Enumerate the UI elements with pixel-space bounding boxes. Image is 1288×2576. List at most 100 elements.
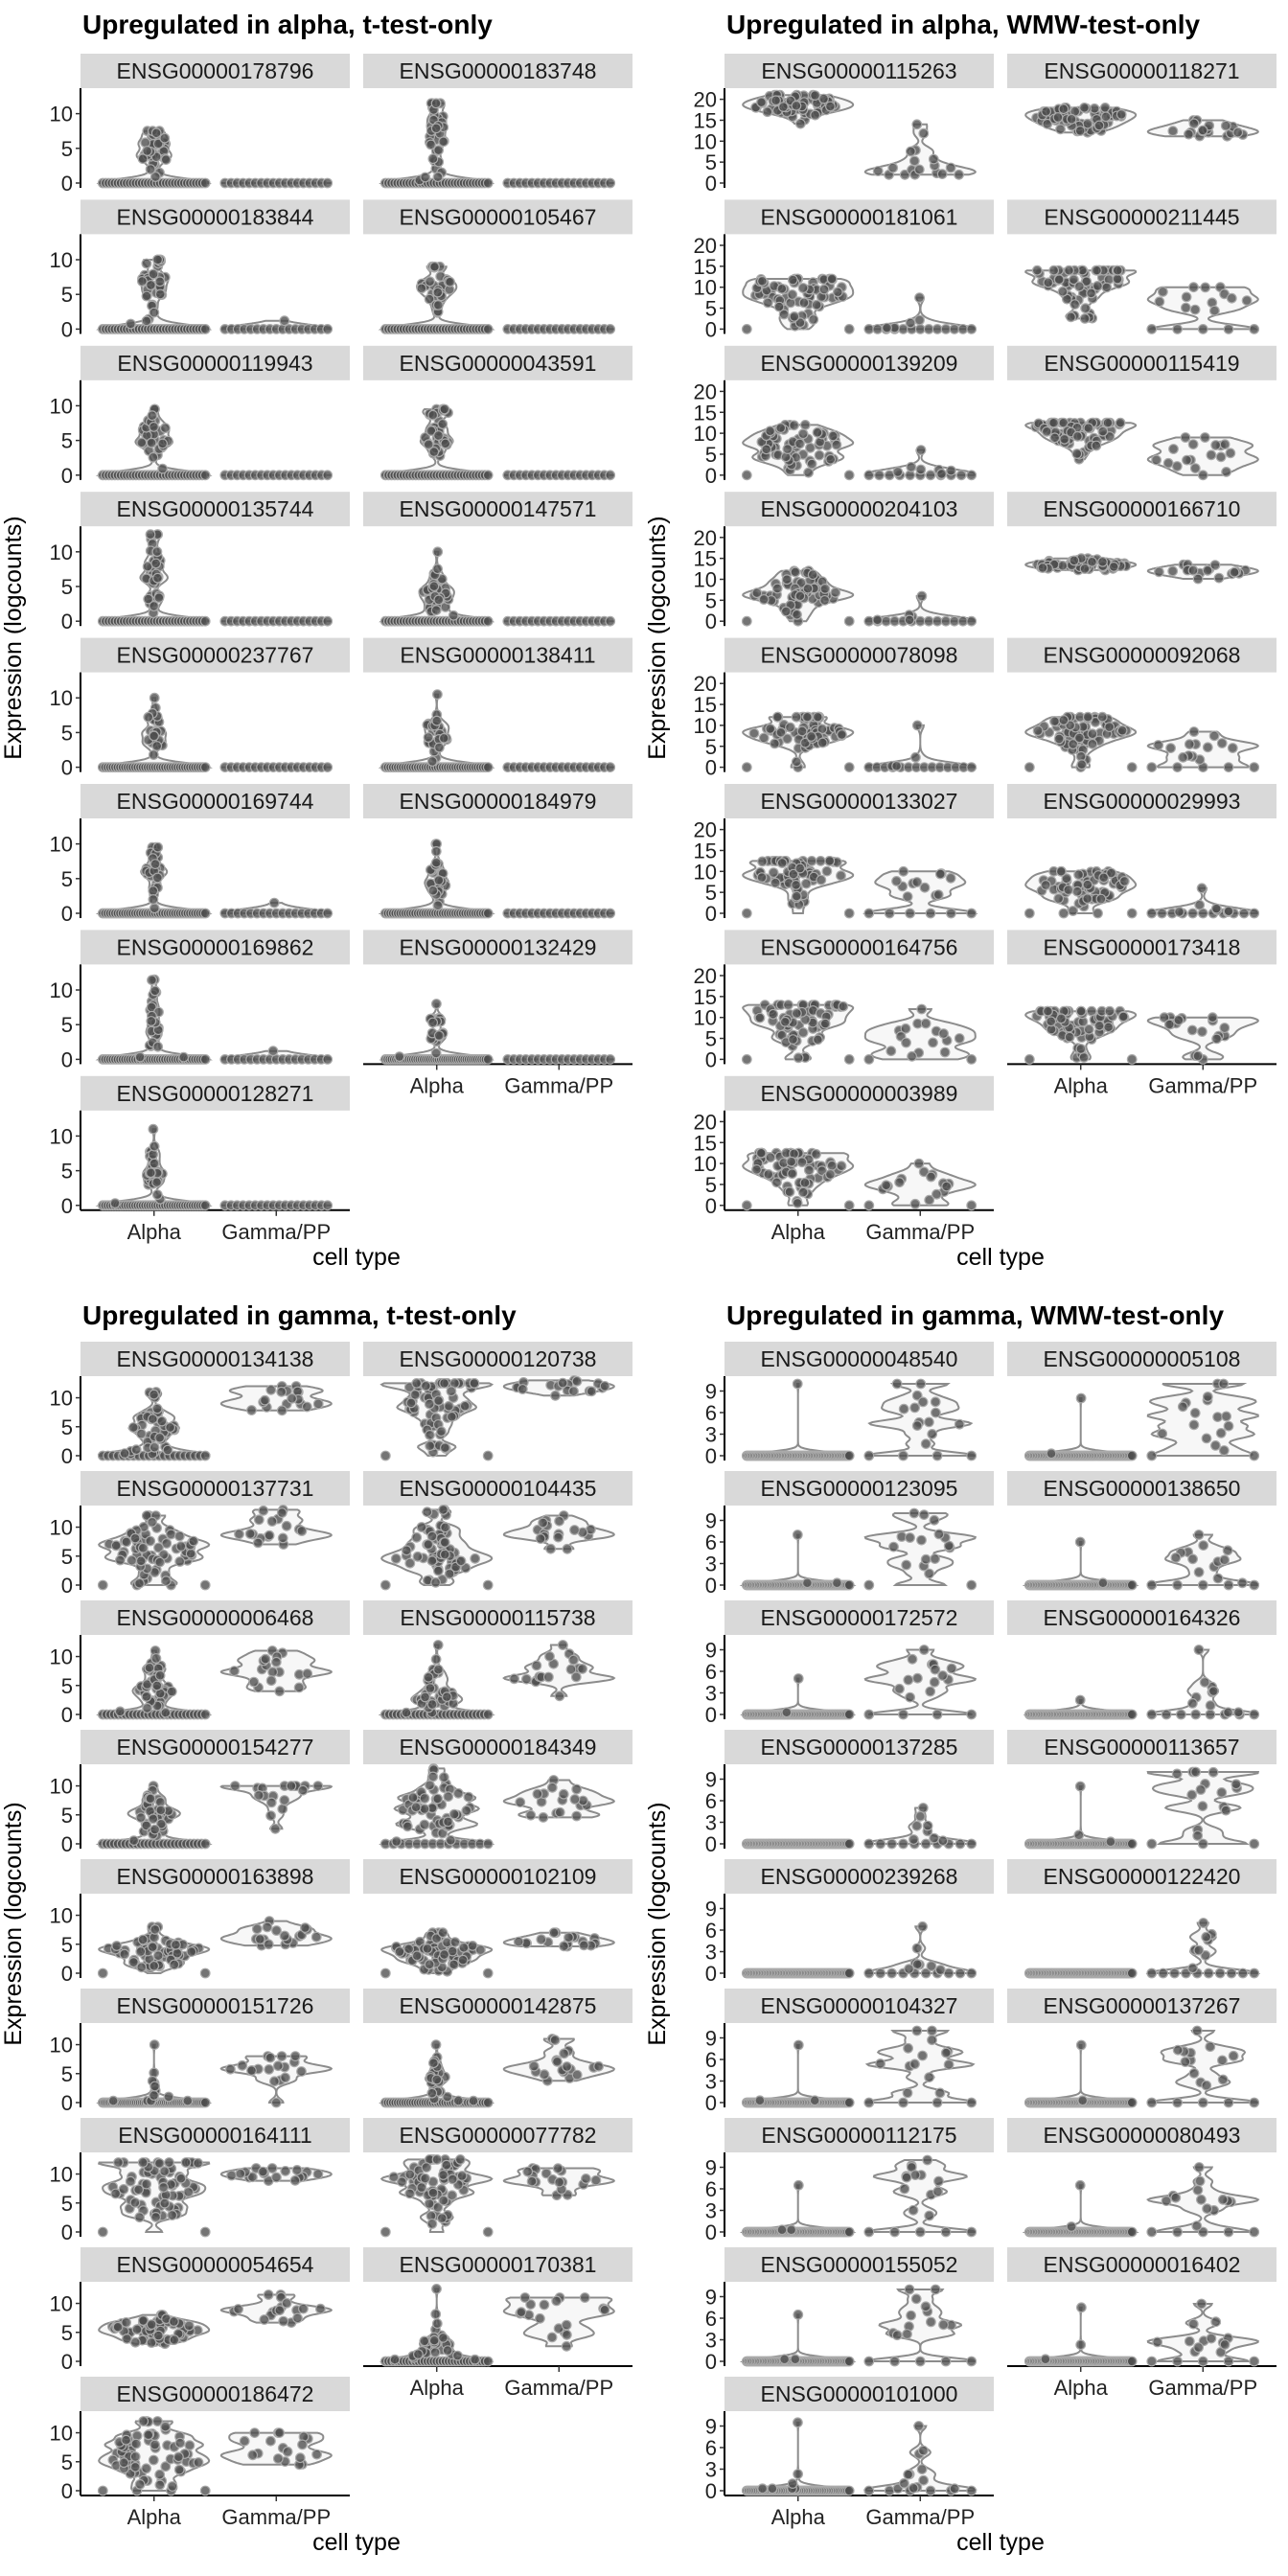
data-point xyxy=(1073,281,1085,292)
data-point xyxy=(434,742,445,753)
group-gamma xyxy=(1146,1012,1259,1065)
data-point xyxy=(388,2172,400,2183)
data-point xyxy=(432,1640,444,1650)
data-point xyxy=(796,725,808,737)
data-point xyxy=(1055,1013,1067,1024)
data-point xyxy=(803,1164,815,1176)
data-point xyxy=(770,738,780,749)
data-point xyxy=(1046,1448,1057,1460)
data-point xyxy=(932,1450,943,1461)
y-tick-label: 0 xyxy=(705,1574,717,1598)
facet-ENSG00000029993: ENSG00000029993 xyxy=(1007,784,1276,919)
group-alpha xyxy=(95,403,213,481)
data-point xyxy=(428,2334,440,2346)
data-point xyxy=(796,1157,808,1168)
data-point xyxy=(436,1426,447,1438)
data-point xyxy=(545,1543,556,1554)
data-point xyxy=(148,894,159,905)
data-point xyxy=(151,1403,163,1414)
data-point xyxy=(825,1168,836,1180)
group-alpha xyxy=(380,1504,494,1591)
data-point xyxy=(401,1707,412,1718)
data-point xyxy=(424,2198,435,2209)
data-point xyxy=(1151,454,1162,466)
facet-label: ENSG00000138411 xyxy=(400,643,595,668)
data-point xyxy=(798,297,810,309)
data-point xyxy=(917,1396,929,1408)
violin xyxy=(742,1383,854,1457)
data-point xyxy=(427,1771,439,1782)
data-point xyxy=(265,1384,277,1395)
data-point xyxy=(787,1168,797,1180)
data-point xyxy=(927,1428,938,1439)
data-point xyxy=(448,1959,460,1970)
data-point xyxy=(148,268,159,280)
data-point xyxy=(286,1781,297,1791)
facet-label: ENSG00000151726 xyxy=(117,1993,314,2018)
data-point xyxy=(426,756,438,767)
facet-ENSG00000105467: ENSG00000105467 xyxy=(363,199,632,334)
group-alpha xyxy=(379,999,494,1065)
y-tick-label: 5 xyxy=(705,443,717,467)
y-tick-label: 5 xyxy=(61,2321,73,2345)
data-point xyxy=(149,307,160,318)
group-gamma xyxy=(502,2034,615,2086)
data-point xyxy=(151,741,163,751)
violin xyxy=(1024,1397,1137,1457)
data-point xyxy=(1058,908,1070,919)
data-point xyxy=(1100,111,1112,123)
group-gamma xyxy=(502,177,616,189)
data-point xyxy=(182,2095,194,2106)
data-point xyxy=(141,2463,152,2474)
y-tick-label: 5 xyxy=(61,2450,73,2474)
data-point xyxy=(1082,118,1093,129)
y-tick-label: 10 xyxy=(50,1124,73,1148)
group-alpha xyxy=(741,711,855,772)
group-gamma xyxy=(219,2427,333,2471)
data-point xyxy=(884,908,895,919)
data-point xyxy=(423,1671,434,1683)
data-point xyxy=(430,123,442,134)
x-tick-label: Alpha xyxy=(410,2376,465,2400)
data-point xyxy=(1079,102,1090,113)
data-point xyxy=(776,858,788,868)
data-point xyxy=(797,283,809,293)
data-point xyxy=(882,322,892,334)
data-point xyxy=(792,1530,803,1540)
group-gamma xyxy=(502,908,616,919)
data-point xyxy=(751,1163,762,1175)
y-tick-label: 0 xyxy=(61,2479,73,2503)
data-point xyxy=(423,1539,434,1550)
data-point xyxy=(789,420,799,431)
data-point xyxy=(1082,893,1093,905)
y-tick-label: 0 xyxy=(61,756,73,780)
data-point xyxy=(918,127,930,139)
group-alpha xyxy=(378,261,495,334)
y-axis-label: Expression (logcounts) xyxy=(644,516,671,759)
y-tick-label: 10 xyxy=(50,394,73,418)
data-point xyxy=(446,1386,457,1397)
group-alpha xyxy=(95,1781,213,1850)
data-point xyxy=(526,2175,538,2187)
data-point xyxy=(1064,264,1074,276)
data-point xyxy=(1146,908,1158,919)
group-gamma xyxy=(1146,726,1260,772)
data-point xyxy=(936,169,948,180)
data-point xyxy=(129,2461,141,2472)
data-point xyxy=(423,732,434,743)
y-tick-label: 5 xyxy=(61,1933,73,1957)
data-point xyxy=(1153,740,1164,750)
data-point xyxy=(936,469,947,479)
data-point xyxy=(167,2210,178,2220)
data-point xyxy=(949,324,960,334)
y-tick-label: 5 xyxy=(61,1674,73,1698)
group-alpha xyxy=(1024,417,1138,465)
data-point xyxy=(432,564,444,575)
data-point xyxy=(145,1167,156,1179)
data-point xyxy=(1192,1050,1204,1062)
